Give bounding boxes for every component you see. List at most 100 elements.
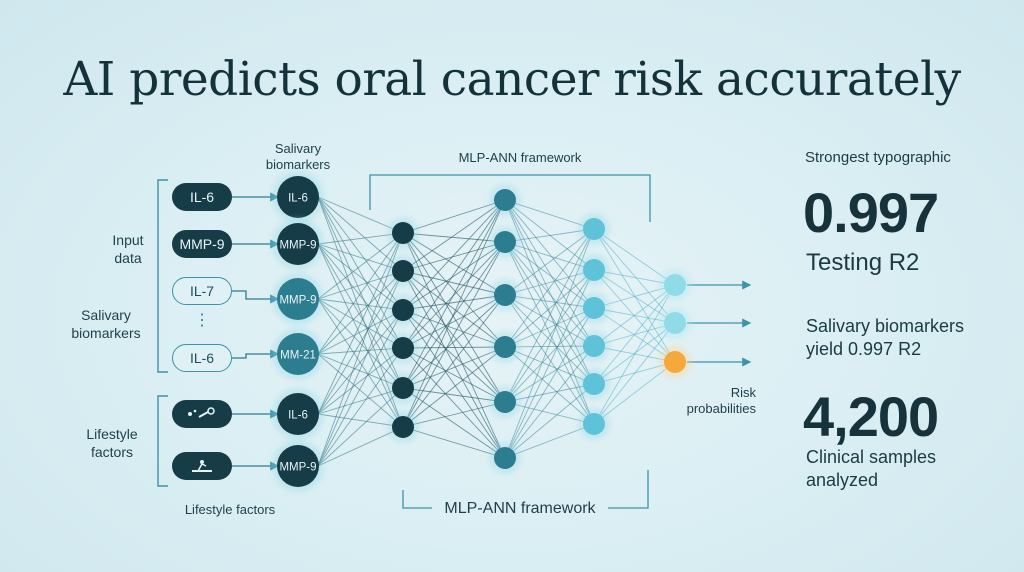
input-pill-label: IL-7 xyxy=(189,283,215,299)
connection-line xyxy=(593,322,676,385)
connection-line xyxy=(593,228,676,286)
connection-line xyxy=(504,307,595,459)
metrics-kicker: Strongest typographic xyxy=(805,149,951,166)
connection-line xyxy=(402,232,506,403)
biomarker-node xyxy=(277,278,319,320)
hidden-layer-1-node xyxy=(392,222,414,244)
connection-line xyxy=(317,196,404,311)
connection-line xyxy=(317,347,404,467)
input-pill-label: IL-6 xyxy=(189,350,215,366)
salivary-biomarkers-header: Salivary biomarkers xyxy=(265,141,331,173)
input-pill-il6: IL-6 xyxy=(172,183,232,211)
biomarker-node-label: MMP-9 xyxy=(279,295,316,307)
input-pill-mmp9: MMP-9 xyxy=(172,230,232,258)
connection-line xyxy=(317,353,404,428)
output-node xyxy=(664,274,686,296)
connection-line xyxy=(402,294,506,389)
biomarker-node xyxy=(277,393,319,435)
biomarker-node-label: MMP-9 xyxy=(279,462,316,474)
hidden-layer-1-node xyxy=(392,416,414,438)
connection-line xyxy=(402,387,506,459)
connection-line xyxy=(504,345,595,403)
biomarker-node xyxy=(277,445,319,487)
hidden-layer-3-node xyxy=(583,297,605,319)
connection-line xyxy=(504,199,595,347)
hidden-layer-2-node xyxy=(494,447,516,469)
connection-line xyxy=(317,232,404,355)
connection-line xyxy=(317,298,404,428)
connection-line xyxy=(317,196,404,272)
connection-line xyxy=(402,241,506,272)
connection-line xyxy=(402,199,506,389)
input-arrow xyxy=(232,290,280,304)
connection-line xyxy=(593,284,676,425)
r2-value: 0.997 xyxy=(803,181,939,244)
connection-line xyxy=(504,294,595,385)
connection-line xyxy=(402,241,506,389)
connection-line xyxy=(402,199,506,311)
hidden-layer-1-node xyxy=(392,260,414,282)
lifestyle-factors-side-label: Lifestyle factors xyxy=(86,426,138,460)
connection-line xyxy=(402,232,506,243)
connection-line xyxy=(402,199,506,428)
input-data-label: Input data xyxy=(112,232,144,266)
connection-line xyxy=(402,270,506,403)
connection-line xyxy=(402,387,506,403)
hidden-layer-2-node xyxy=(494,336,516,358)
hidden-layer-3-node xyxy=(583,413,605,435)
connection-line xyxy=(504,269,595,348)
biomarker-node-label: MM-21 xyxy=(280,350,316,362)
connection-line xyxy=(317,270,404,415)
connection-line xyxy=(317,243,404,428)
input-pill-label: IL-6 xyxy=(189,189,215,205)
framework-top-label: MLP-ANN framework xyxy=(458,150,582,165)
connection-line xyxy=(504,346,595,385)
connection-line xyxy=(402,270,506,296)
hidden-layer-3-node xyxy=(583,259,605,281)
lifestyle-bracket xyxy=(157,395,168,487)
hidden-layer-1-node xyxy=(392,377,414,399)
framework-bottom-bracket-right xyxy=(608,470,649,509)
connection-line xyxy=(402,199,506,349)
connection-line xyxy=(504,346,595,425)
connection-line xyxy=(504,383,595,459)
samples-value: 4,200 xyxy=(803,385,939,448)
lifestyle-factors-bottom-label: Lifestyle factors xyxy=(184,502,276,517)
connection-line xyxy=(593,322,676,425)
connection-line xyxy=(402,346,506,389)
connection-line xyxy=(504,241,595,347)
connection-line xyxy=(402,309,506,403)
biomarker-node-label: IL-6 xyxy=(288,193,308,205)
input-arrow xyxy=(232,349,280,359)
input-pill-il6-second: IL-6 xyxy=(172,344,232,372)
lifestyle-habit-icon xyxy=(192,460,212,472)
connection-line xyxy=(317,309,404,415)
hidden-layer-1-node xyxy=(392,337,414,359)
biomarker-node xyxy=(277,223,319,265)
connection-line xyxy=(504,307,595,348)
connection-line xyxy=(504,294,595,347)
hidden-layer-2-node xyxy=(494,391,516,413)
connection-line xyxy=(504,241,595,309)
biomarker-node-label: MMP-9 xyxy=(279,240,316,252)
connection-line xyxy=(402,426,506,459)
hidden-layer-3-node xyxy=(583,335,605,357)
connection-line xyxy=(317,270,404,355)
connection-line xyxy=(402,270,506,459)
connection-line xyxy=(504,228,595,403)
connection-line xyxy=(504,307,595,403)
connection-line xyxy=(504,228,595,348)
ellipsis-icon: ⋮ xyxy=(194,312,210,329)
highlighted-output-node xyxy=(664,351,686,373)
hidden-layer-3-node xyxy=(583,218,605,240)
framework-bottom-bracket-left xyxy=(402,490,432,509)
connection-line xyxy=(504,269,595,403)
hidden-layer-2-node xyxy=(494,189,516,211)
connection-line xyxy=(402,309,506,348)
connection-line xyxy=(402,294,506,428)
samples-description: Clinical samples analyzed xyxy=(806,447,937,491)
connection-line xyxy=(504,241,595,385)
connection-line xyxy=(317,387,404,467)
connection-line xyxy=(504,199,595,309)
connection-line xyxy=(317,232,404,415)
